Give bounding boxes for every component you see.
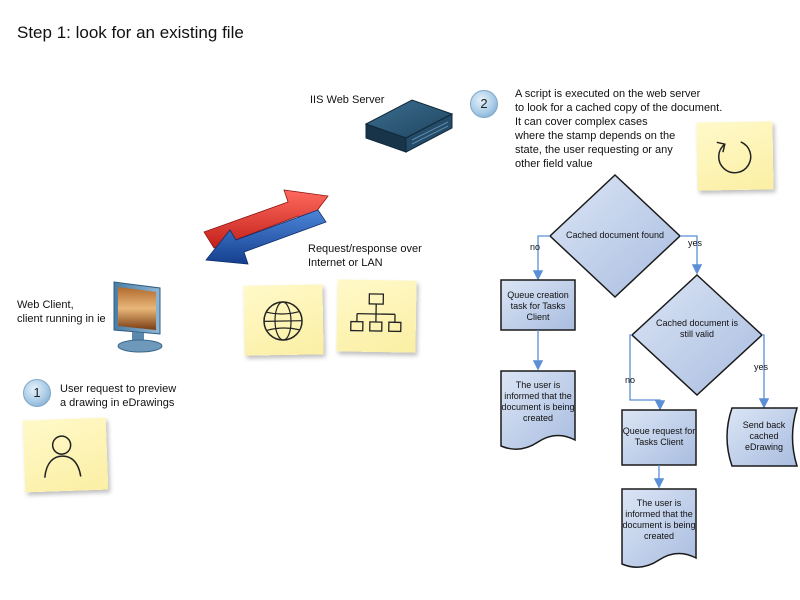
queue-creation-label: Queue creation task for Tasks Client: [501, 290, 575, 323]
step-badge-2: 2: [470, 90, 498, 118]
client-step-line2: a drawing in eDrawings: [60, 397, 175, 409]
informed2-line: informed that the: [625, 509, 693, 519]
send-back-line: Send back: [742, 420, 786, 430]
informed1-label: The user is informed that the document i…: [501, 380, 575, 424]
send-back-label: Send back cached eDrawing: [730, 420, 798, 453]
server-desc-line: state, the user requesting or any: [515, 144, 673, 156]
informed2-label: The user is informed that the document i…: [622, 498, 696, 542]
connector-yes2: [758, 334, 770, 409]
informed2-line: The user is: [636, 498, 682, 508]
globe-note: [243, 284, 324, 356]
send-back-line: cached: [749, 431, 779, 441]
server-desc-line: to look for a cached copy of the documen…: [515, 102, 723, 114]
request-response-arrows: [203, 189, 329, 265]
user-icon: [44, 435, 82, 478]
refresh-note: [696, 121, 774, 191]
server-desc-line: A script is executed on the web server: [515, 88, 701, 100]
network-note: [336, 279, 417, 353]
network-label-line1: Request/response over: [308, 243, 422, 255]
send-back-shape: [726, 407, 799, 467]
globe-icon: [263, 301, 303, 341]
informed2-line: created: [643, 531, 675, 541]
connector-no1: [532, 235, 550, 281]
informed1-document: [500, 370, 576, 450]
server-desc-line: where the stamp depends on the: [515, 130, 676, 142]
decision-cached-found: [548, 173, 682, 299]
no2-label: no: [625, 375, 636, 385]
informed1-line: created: [522, 413, 554, 423]
page-title: Step 1: look for an existing file: [17, 23, 244, 42]
send-back-line: eDrawing: [744, 442, 784, 452]
informed1-line: document is being: [501, 402, 575, 412]
informed1-line: informed that the: [504, 391, 572, 401]
user-note: [22, 417, 109, 493]
queue-creation-line: task for Tasks: [510, 301, 566, 311]
network-label-line2: Internet or LAN: [308, 257, 383, 269]
decision1-label: Cached document found: [565, 230, 665, 240]
server-description: A script is executed on the web server t…: [515, 87, 755, 171]
queue-request-line: Tasks Client: [634, 437, 684, 447]
decision2-line: Cached document is: [655, 318, 739, 328]
informed2-document: [621, 488, 697, 568]
decision2-line: still valid: [679, 329, 714, 339]
no1-label: no: [530, 242, 541, 252]
queue-request-line: Queue request for: [622, 426, 696, 436]
server-icon: [364, 99, 454, 153]
queue-creation-box: [500, 279, 576, 331]
queue-creation-line: Client: [526, 312, 550, 322]
connector-yes1: [680, 235, 703, 275]
queue-creation-line: Queue creation: [507, 290, 569, 300]
refresh-icon: [716, 141, 752, 174]
queue-request-label: Queue request for Tasks Client: [622, 426, 696, 448]
server-desc-line: other field value: [515, 158, 593, 170]
client-label-line1: Web Client,: [17, 299, 74, 311]
decision2-label: Cached document is still valid: [642, 318, 752, 340]
yes1-label: yes: [688, 238, 703, 248]
yes2-label: yes: [754, 362, 769, 372]
informed1-line: The user is: [515, 380, 561, 390]
informed2-line: document is being: [622, 520, 696, 530]
client-step-line1: User request to preview: [60, 383, 177, 395]
decision-still-valid: [630, 273, 764, 397]
step-badge-1: 1: [23, 379, 51, 407]
network-hierarchy-icon: [350, 293, 402, 333]
connector-no2: [629, 334, 666, 411]
server-label: IIS Web Server: [310, 94, 385, 106]
client-label-line2: client running in ie: [17, 313, 106, 325]
monitor-icon: [113, 281, 163, 353]
server-desc-line: It can cover complex cases: [515, 116, 648, 128]
